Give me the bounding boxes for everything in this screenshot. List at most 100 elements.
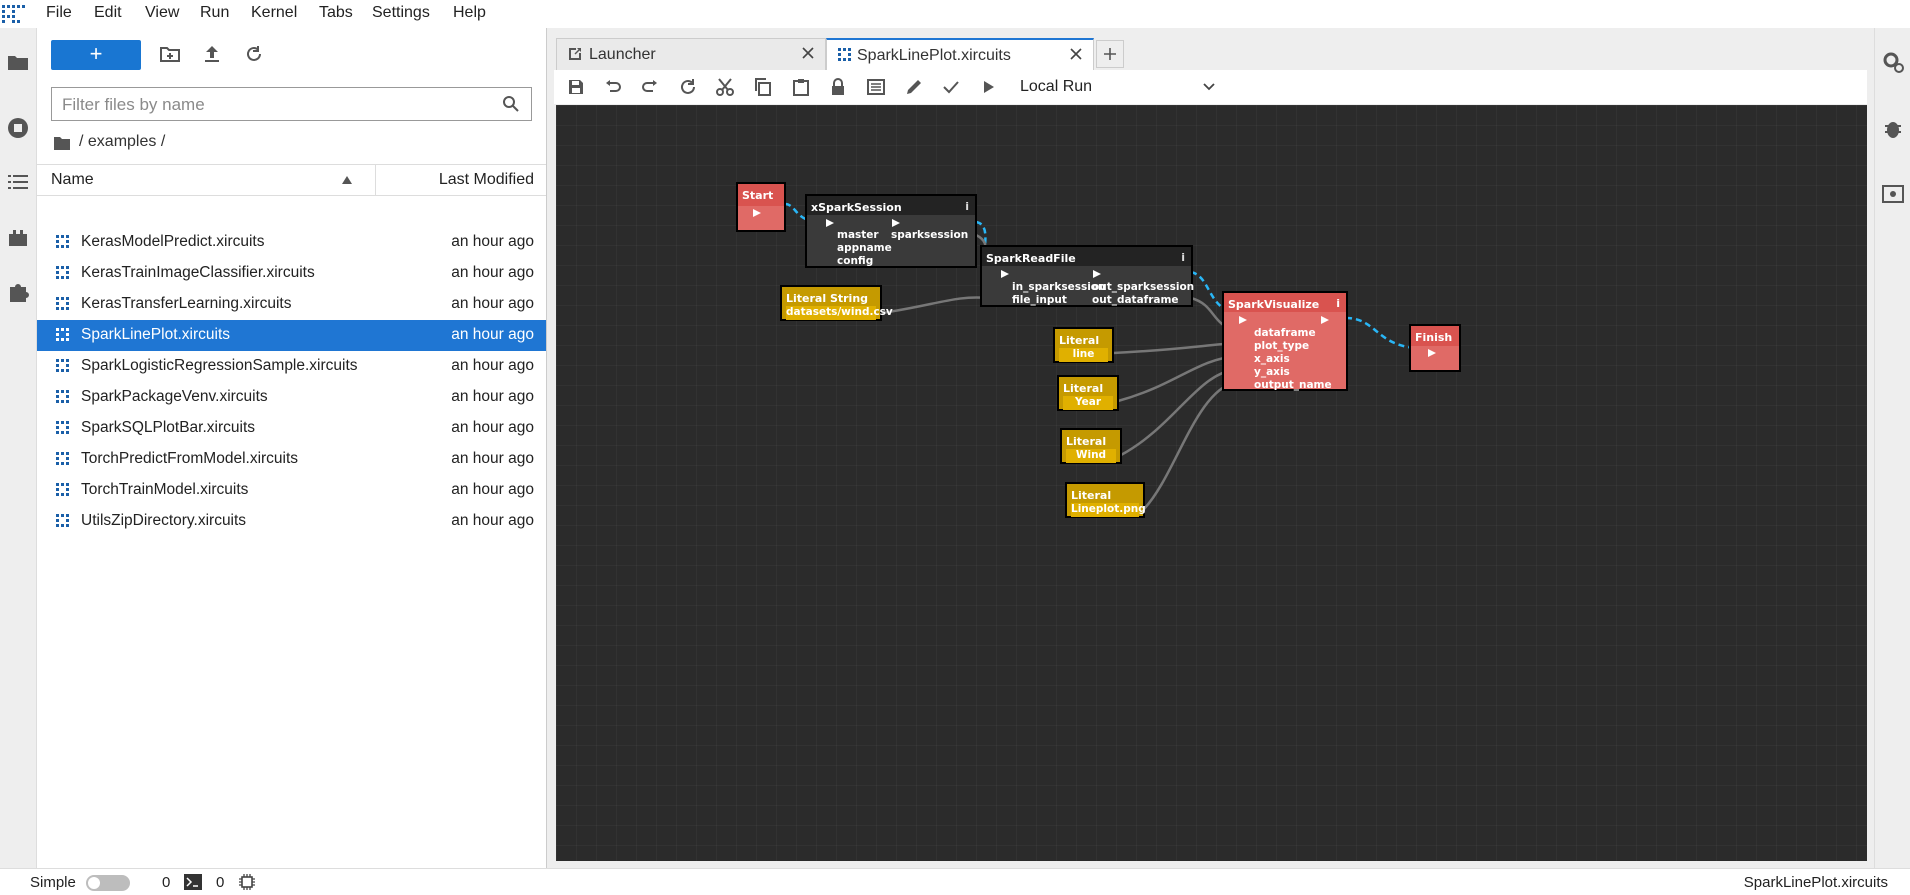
- port-config[interactable]: config: [837, 255, 874, 267]
- port-file-input[interactable]: file_input: [1012, 294, 1067, 306]
- file-filter: [51, 87, 532, 121]
- literal-value[interactable]: Wind: [1066, 449, 1116, 463]
- close-icon[interactable]: [1067, 45, 1085, 63]
- lock-icon[interactable]: [828, 77, 848, 97]
- upload-icon[interactable]: [200, 42, 224, 66]
- terminal-icon[interactable]: [184, 874, 202, 890]
- save-icon[interactable]: [566, 77, 586, 97]
- info-icon[interactable]: i: [1336, 297, 1340, 310]
- table-of-contents-icon[interactable]: [4, 168, 32, 196]
- debugger-bug-icon[interactable]: [1879, 114, 1907, 142]
- undo-icon[interactable]: [603, 77, 623, 97]
- check-icon[interactable]: [941, 77, 961, 97]
- new-folder-icon[interactable]: [158, 42, 182, 66]
- info-icon[interactable]: i: [1181, 251, 1185, 264]
- tab-sparklineplot[interactable]: SparkLinePlot.xircuits: [826, 38, 1094, 70]
- port-plot-type[interactable]: plot_type: [1254, 340, 1310, 352]
- new-launcher-button[interactable]: +: [51, 40, 141, 70]
- port-in-sparksession[interactable]: in_sparksession: [1012, 281, 1106, 293]
- kernel-count[interactable]: 0: [162, 874, 171, 891]
- folder-icon[interactable]: [53, 135, 71, 151]
- flow-out-icon[interactable]: [891, 218, 901, 228]
- menu-kernel[interactable]: Kernel: [251, 4, 298, 21]
- paste-icon[interactable]: [791, 77, 811, 97]
- menu-run[interactable]: Run: [200, 4, 230, 21]
- node-literal-string[interactable]: Literal String Year: [1057, 375, 1119, 411]
- running-sessions-icon[interactable]: [4, 114, 32, 142]
- column-last-modified[interactable]: Last Modified: [438, 171, 534, 188]
- preview-icon[interactable]: [1879, 180, 1907, 208]
- port-x-axis[interactable]: x_axis: [1254, 353, 1290, 365]
- port-dataframe[interactable]: dataframe: [1254, 327, 1316, 339]
- literal-value[interactable]: Lineplot.png: [1071, 503, 1146, 517]
- redo-icon[interactable]: [640, 77, 660, 97]
- runner-select[interactable]: Local Run: [1020, 75, 1220, 99]
- flow-out-icon[interactable]: [1092, 269, 1102, 279]
- cut-icon[interactable]: [715, 77, 735, 97]
- copy-icon[interactable]: [753, 77, 773, 97]
- flow-in-icon[interactable]: [1000, 269, 1010, 279]
- flow-in-icon[interactable]: [825, 218, 835, 228]
- folder-icon[interactable]: [4, 48, 32, 76]
- menu-tabs[interactable]: Tabs: [319, 4, 353, 21]
- property-inspector-gear-icon[interactable]: [1879, 48, 1907, 76]
- filter-input[interactable]: [60, 92, 484, 118]
- node-literal-string[interactable]: Literal String line: [1053, 327, 1114, 363]
- component-library-icon[interactable]: [4, 224, 32, 252]
- menu-file[interactable]: File: [46, 4, 72, 21]
- literal-value[interactable]: datasets/wind.csv: [786, 306, 893, 320]
- simple-mode-toggle[interactable]: [86, 875, 130, 891]
- flow-in-icon[interactable]: [1427, 348, 1437, 358]
- port-master[interactable]: master: [837, 229, 879, 241]
- menu-settings[interactable]: Settings: [372, 4, 430, 21]
- flow-out-icon[interactable]: [1320, 315, 1330, 325]
- port-appname[interactable]: appname: [837, 242, 892, 254]
- extension-puzzle-icon[interactable]: [4, 278, 32, 306]
- port-y-axis[interactable]: y_axis: [1254, 366, 1290, 378]
- menu-edit[interactable]: Edit: [94, 4, 122, 21]
- simple-mode-label: Simple: [30, 874, 76, 891]
- close-icon[interactable]: [799, 44, 817, 62]
- node-start[interactable]: Start: [736, 182, 786, 232]
- node-literal-string[interactable]: Literal String Wind: [1060, 428, 1122, 464]
- log-icon[interactable]: [866, 77, 886, 97]
- tab-launcher[interactable]: Launcher: [556, 38, 826, 70]
- xircuits-canvas[interactable]: Start xSparkSession i master appname con…: [556, 105, 1867, 861]
- info-icon[interactable]: i: [965, 200, 969, 213]
- terminal-count[interactable]: 0: [216, 874, 225, 891]
- flow-out-icon[interactable]: [752, 208, 762, 218]
- breadcrumb-path[interactable]: / examples /: [79, 133, 166, 150]
- port-out-sparksession[interactable]: out_sparksession: [1092, 281, 1195, 293]
- add-tab-icon[interactable]: [1096, 40, 1124, 68]
- refresh-icon[interactable]: [242, 42, 266, 66]
- run-icon[interactable]: [978, 77, 998, 97]
- menu-help[interactable]: Help: [453, 4, 486, 21]
- literal-value[interactable]: line: [1059, 348, 1108, 362]
- node-xsparksession[interactable]: xSparkSession i master appname config sp…: [805, 194, 977, 268]
- edit-pencil-icon[interactable]: [904, 77, 924, 97]
- node-sparkvisualize[interactable]: SparkVisualize i dataframe plot_type x_a…: [1222, 291, 1348, 391]
- reload-icon[interactable]: [678, 77, 698, 97]
- literal-value[interactable]: Year: [1063, 396, 1113, 410]
- node-literal-string[interactable]: Literal String datasets/wind.csv: [780, 285, 893, 321]
- port-output-name[interactable]: output_name: [1254, 379, 1332, 391]
- port-sparksession[interactable]: sparksession: [891, 229, 969, 241]
- node-finish[interactable]: Finish: [1409, 324, 1461, 372]
- flow-in-icon[interactable]: [1238, 315, 1248, 325]
- node-literal-string[interactable]: Literal String Lineplot.png: [1065, 482, 1146, 518]
- node-sparkreadfile[interactable]: SparkReadFile i in_sparksession file_inp…: [980, 245, 1195, 307]
- menu-view[interactable]: View: [145, 4, 180, 21]
- port-out-dataframe[interactable]: out_dataframe: [1092, 294, 1179, 306]
- chip-icon[interactable]: [238, 873, 256, 891]
- column-name[interactable]: Name: [51, 171, 94, 188]
